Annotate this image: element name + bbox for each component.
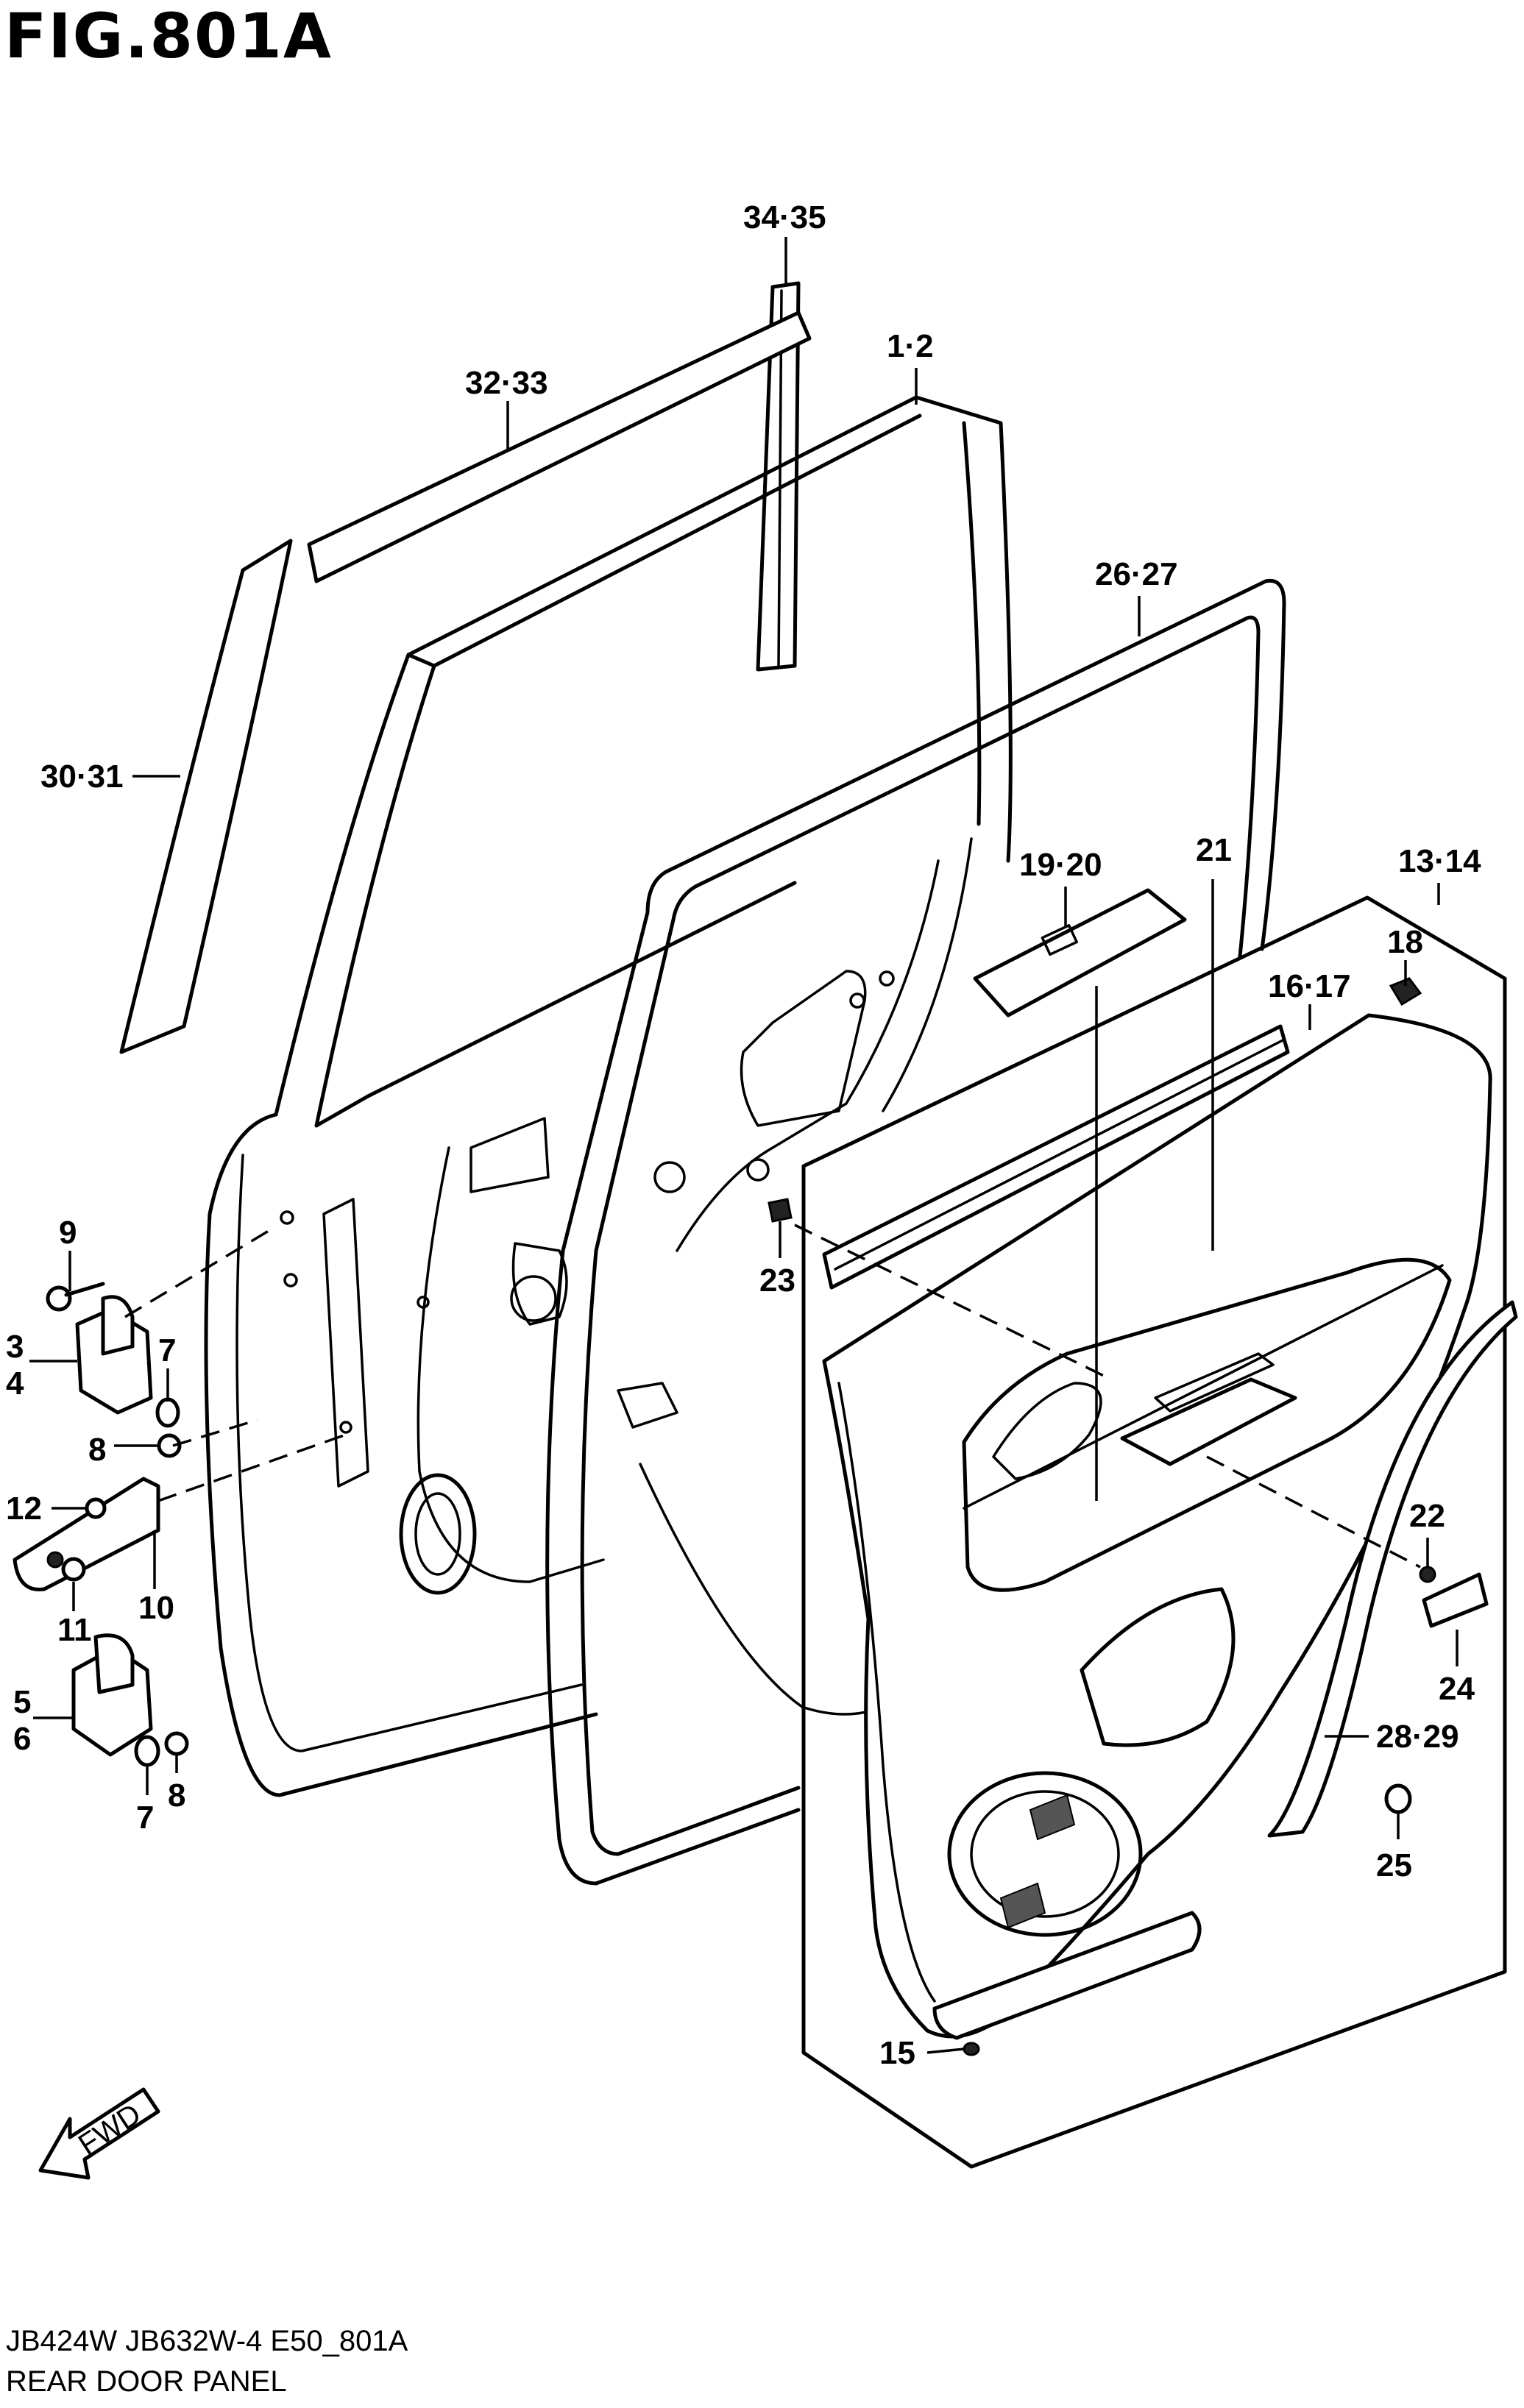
callout-1-2: 1·2	[887, 328, 934, 364]
outer-moulding-part	[307, 310, 812, 583]
inner-garnish-part	[822, 1024, 1290, 1290]
model-line: JB424W JB632W-4 E50_801A	[6, 2325, 408, 2357]
clip-23-part	[768, 1198, 793, 1223]
callout-13-14: 13·14	[1398, 843, 1481, 879]
callout-6: 6	[13, 1721, 31, 1757]
callout-9: 9	[59, 1215, 77, 1251]
door-trim-panel-part	[801, 895, 1507, 2169]
cap-24-part	[1422, 1572, 1489, 1628]
nut-7b-part	[134, 1735, 160, 1767]
nut-11-part	[61, 1557, 86, 1582]
nut-8b-part	[164, 1731, 189, 1756]
check-link-part	[13, 1477, 160, 1591]
callout-26-27: 26·27	[1095, 556, 1178, 592]
callout-8b: 8	[168, 1777, 185, 1814]
clip-15-part	[963, 2042, 980, 2056]
door-weatherstrip-part	[545, 578, 1286, 1886]
callout-25: 25	[1376, 1847, 1412, 1883]
install-line	[157, 1433, 347, 1502]
sash-moulding-part	[119, 539, 293, 1054]
callout-28-29: 28·29	[1376, 1719, 1459, 1755]
leader-line	[926, 2047, 965, 2054]
callout-4: 4	[6, 1365, 24, 1402]
callout-3: 3	[6, 1329, 24, 1365]
callout-12: 12	[6, 1491, 42, 1527]
install-line	[1206, 1455, 1421, 1569]
callout-10: 10	[138, 1590, 174, 1626]
callout-19-20: 19·20	[1019, 847, 1102, 883]
nut-8a-part	[157, 1433, 182, 1458]
diagram-caption: REAR DOOR PANEL	[6, 2365, 287, 2398]
callout-21: 21	[1196, 832, 1232, 868]
install-line	[172, 1418, 258, 1447]
callout-7a: 7	[158, 1332, 176, 1368]
callout-24: 24	[1439, 1671, 1475, 1707]
callout-34-35: 34·35	[743, 199, 826, 235]
install-line	[124, 1227, 273, 1318]
callout-30-31: 30·31	[40, 759, 124, 795]
callout-18: 18	[1387, 924, 1423, 960]
bolt-9-part	[46, 1282, 105, 1312]
callout-22: 22	[1409, 1498, 1445, 1534]
bolt-12-part	[85, 1497, 107, 1519]
screw-22-part	[1419, 1566, 1436, 1583]
nut-7a-part	[155, 1397, 180, 1428]
callout-15: 15	[879, 2035, 915, 2071]
callout-11: 11	[57, 1612, 92, 1648]
switch-bezel-part	[973, 888, 1187, 1017]
hinge-upper-part	[75, 1295, 153, 1415]
callout-8a: 8	[88, 1432, 106, 1468]
callout-7b: 7	[136, 1800, 154, 1836]
rear-moulding-part	[1267, 1300, 1518, 1838]
hinge-lower-part	[71, 1633, 153, 1757]
callout-23: 23	[759, 1262, 795, 1299]
figure-title: FIG.801A	[4, 0, 333, 72]
callout-16-17: 16·17	[1268, 968, 1351, 1004]
door-shell-part	[204, 395, 1013, 1797]
plug-25-part	[1384, 1783, 1412, 1814]
fwd-arrow: FWD	[38, 2087, 160, 2180]
callout-32-33: 32·33	[465, 365, 548, 401]
callout-5: 5	[13, 1684, 31, 1720]
clip-18-part	[1389, 977, 1422, 1006]
